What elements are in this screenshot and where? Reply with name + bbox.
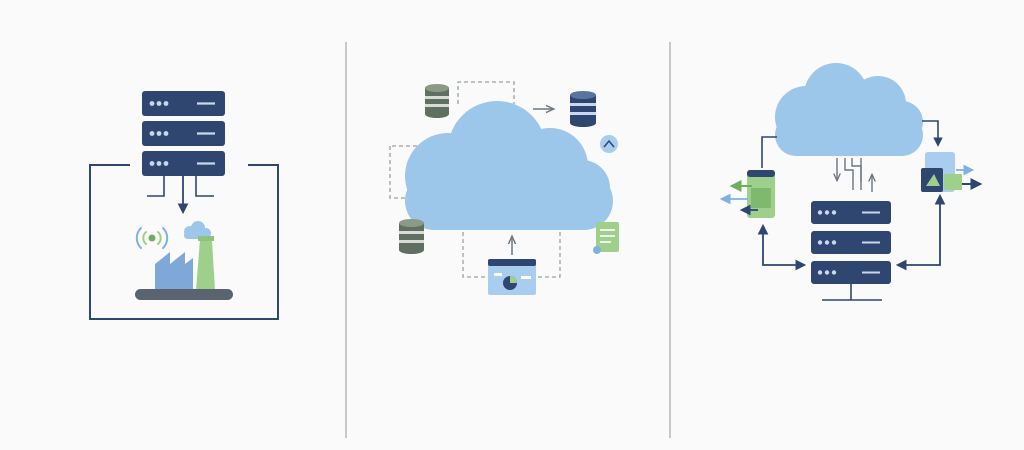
database-icon bbox=[570, 91, 596, 127]
factory-icon bbox=[135, 236, 233, 300]
server-rack-icon bbox=[142, 91, 225, 176]
cloud-server-links bbox=[837, 158, 872, 192]
panel-hybrid-cloud bbox=[719, 63, 983, 301]
cloud-to-right-device bbox=[922, 120, 943, 147]
server-branch-right bbox=[195, 176, 214, 197]
panel-on-premises bbox=[89, 91, 279, 320]
cloud-icon bbox=[775, 63, 923, 156]
device-icon bbox=[921, 152, 962, 192]
panel-cloud-storage bbox=[389, 81, 619, 295]
connection-frame bbox=[89, 164, 279, 320]
document-icon bbox=[593, 222, 619, 254]
bidirectional-arrow-icon bbox=[895, 193, 946, 271]
database-icon bbox=[399, 219, 424, 254]
database-icon bbox=[425, 84, 449, 118]
cloud-to-left-device bbox=[761, 136, 777, 168]
server-rack-icon bbox=[811, 201, 891, 301]
cloud-upload-badge-icon bbox=[600, 135, 618, 153]
dashed-connectors bbox=[389, 81, 561, 278]
bidirectional-arrow-icon bbox=[757, 223, 807, 271]
smoke-cloud-icon bbox=[184, 221, 211, 239]
cloud-icon bbox=[405, 101, 613, 230]
dashboard-window-icon bbox=[488, 259, 536, 295]
server-branch-left bbox=[147, 176, 165, 197]
wireless-signal-icon bbox=[135, 227, 169, 249]
device-icon bbox=[747, 170, 775, 218]
